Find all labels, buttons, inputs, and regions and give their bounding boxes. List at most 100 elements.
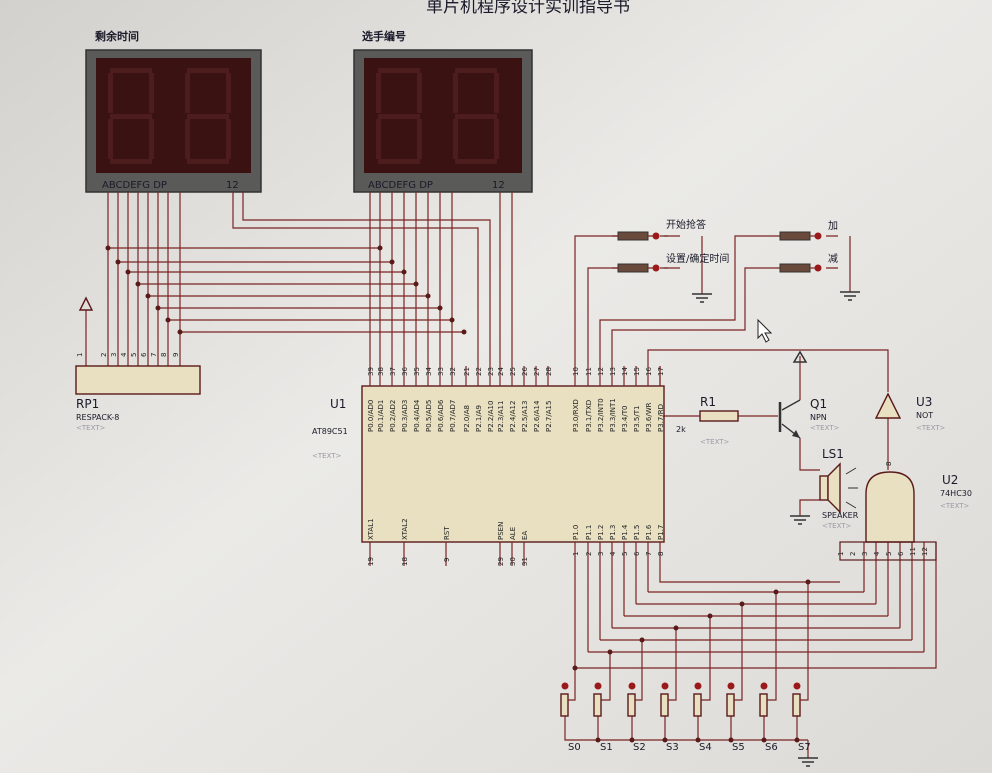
u1-p1-num-7: 8 <box>657 552 665 556</box>
u1-p3-label-7: P3.7/RD <box>657 404 665 432</box>
rp1-pin-7: 7 <box>150 353 158 357</box>
ls1-speaker: LS1 SPEAKER <TEXT> <box>819 447 859 530</box>
time-digit-1 <box>108 68 154 164</box>
button-minus-indicator-icon <box>814 264 822 272</box>
button-set[interactable]: 设置/确定时间 <box>612 252 729 273</box>
u2-pin-5: 5 <box>885 552 893 556</box>
ls1-ref: LS1 <box>822 447 844 461</box>
u1-p3-num-6: 16 <box>645 367 653 376</box>
button-start-cap <box>617 231 649 241</box>
button-minus[interactable]: 减 <box>779 253 838 273</box>
switch-s3[interactable]: S3 <box>660 682 679 754</box>
u1-p3-num-2: 12 <box>597 367 605 376</box>
u1-p2-num-4: 25 <box>509 367 517 376</box>
ground-icon <box>692 291 860 767</box>
button-start-label: 开始抢答 <box>666 218 706 231</box>
u1-p2-num-3: 24 <box>497 367 505 376</box>
u1-p1-label-3: P1.3 <box>609 525 617 540</box>
switch-body <box>726 693 735 717</box>
q1-text: <TEXT> <box>810 424 840 432</box>
switch-label: S6 <box>765 742 778 753</box>
switch-s0[interactable]: S0 <box>560 682 581 754</box>
u2-pin-11: 11 <box>909 547 917 556</box>
u1-p1-num-2: 3 <box>597 552 605 556</box>
rp1-pin-9: 9 <box>172 353 180 357</box>
player-display-digit-label: 12 <box>492 180 505 191</box>
button-plus[interactable]: 加 <box>779 220 838 241</box>
switch-body <box>693 693 702 717</box>
u1-p3-num-0: 10 <box>572 367 580 376</box>
u1-p0-num-3: 36 <box>401 367 409 376</box>
u1-p1-num-4: 5 <box>621 552 629 556</box>
u1-p3-label-1: P3.1/TXD <box>585 400 593 432</box>
switch-s7[interactable]: S7 <box>792 682 811 754</box>
u1-p2-num-0: 21 <box>463 367 471 376</box>
r1-resistor: R1 2k <TEXT> <box>676 395 739 446</box>
u1-p0-num-5: 34 <box>425 367 433 376</box>
r1-body <box>699 410 739 422</box>
u2-pin-1: 1 <box>837 552 845 556</box>
rp1-ref: RP1 <box>76 397 99 411</box>
switch-label: S3 <box>666 742 679 753</box>
nand-gate-icon <box>865 471 915 543</box>
button-set-label: 设置/确定时间 <box>666 252 729 265</box>
u1-bottom-label-xtal1: XTAL1 <box>367 518 375 540</box>
switch-s5[interactable]: S5 <box>726 682 745 754</box>
u1-microcontroller: U1 AT89C51 <TEXT> 39 38 37 36 35 34 33 3… <box>312 366 665 566</box>
r1-ref: R1 <box>700 395 716 409</box>
switch-s1[interactable]: S1 <box>593 682 613 754</box>
u2-pin-12: 12 <box>921 547 929 556</box>
u1-p2-num-1: 22 <box>475 367 483 376</box>
u1-p0-label-7: P0.7/AD7 <box>449 400 457 432</box>
u1-bottom-label-ea: EA <box>521 531 529 540</box>
switch-label: S4 <box>699 742 712 753</box>
u3-value: NOT <box>916 411 933 420</box>
u2-value: 74HC30 <box>940 489 972 498</box>
u1-p0-label-4: P0.4/AD4 <box>413 399 421 432</box>
u1-p1-num-1: 2 <box>585 552 593 556</box>
u1-text: <TEXT> <box>312 452 342 460</box>
u3-pin: 8 <box>885 462 893 466</box>
u1-bottom-num-31: 31 <box>521 557 529 566</box>
switch-indicator-icon <box>561 682 569 690</box>
u1-p0-num-4: 35 <box>413 367 421 376</box>
switch-s6[interactable]: S6 <box>759 682 778 754</box>
u1-p2-label-6: P2.6/A14 <box>533 400 541 432</box>
u1-p0-label-0: P0.0/AD0 <box>367 400 375 432</box>
button-minus-cap <box>779 263 811 273</box>
u1-p3-label-2: P3.2/INT0 <box>597 398 605 432</box>
rp1-pin-5: 5 <box>130 353 138 357</box>
button-minus-label: 减 <box>828 253 838 265</box>
rp1-pin-4: 4 <box>120 352 128 357</box>
u1-p2-num-5: 26 <box>521 367 529 376</box>
u1-bottom-num-19: 19 <box>367 557 375 566</box>
u1-bottom-num-29: 29 <box>497 557 505 566</box>
rp1-text: <TEXT> <box>76 424 106 432</box>
u1-p2-num-6: 27 <box>533 367 541 376</box>
u1-bottom-label-ale: ALE <box>509 527 517 540</box>
u1-ref: U1 <box>330 397 346 411</box>
rp1-pin-1: 1 <box>76 353 84 357</box>
u2-pin-4: 4 <box>873 551 881 556</box>
u2-pin-2: 2 <box>849 552 857 556</box>
button-start[interactable]: 开始抢答 <box>612 218 706 241</box>
u1-p2-label-2: P2.2/A10 <box>487 401 495 432</box>
u2-pin-3: 3 <box>861 552 869 556</box>
switch-indicator-icon <box>760 682 768 690</box>
u2-ref: U2 <box>942 473 958 487</box>
switch-s2[interactable]: S2 <box>627 682 646 754</box>
page-title: 单片机程序设计实训指导书 <box>426 0 630 17</box>
switch-s4[interactable]: S4 <box>693 682 712 754</box>
u1-p1-num-0: 1 <box>572 552 580 556</box>
switch-indicator-icon <box>594 682 602 690</box>
u1-body <box>361 385 665 543</box>
u1-p0-num-1: 38 <box>377 367 385 376</box>
player-digit-2 <box>453 68 499 164</box>
u1-p0-label-2: P0.2/AD2 <box>389 400 397 432</box>
rp1-pin-6: 6 <box>140 352 148 357</box>
switch-indicator-icon <box>793 682 801 690</box>
rp1-pin-8: 8 <box>160 353 168 357</box>
u1-p3-label-0: P3.0/RXD <box>572 399 580 432</box>
switch-label: S0 <box>568 742 581 753</box>
u1-p3-label-3: P3.3/INT1 <box>609 398 617 432</box>
